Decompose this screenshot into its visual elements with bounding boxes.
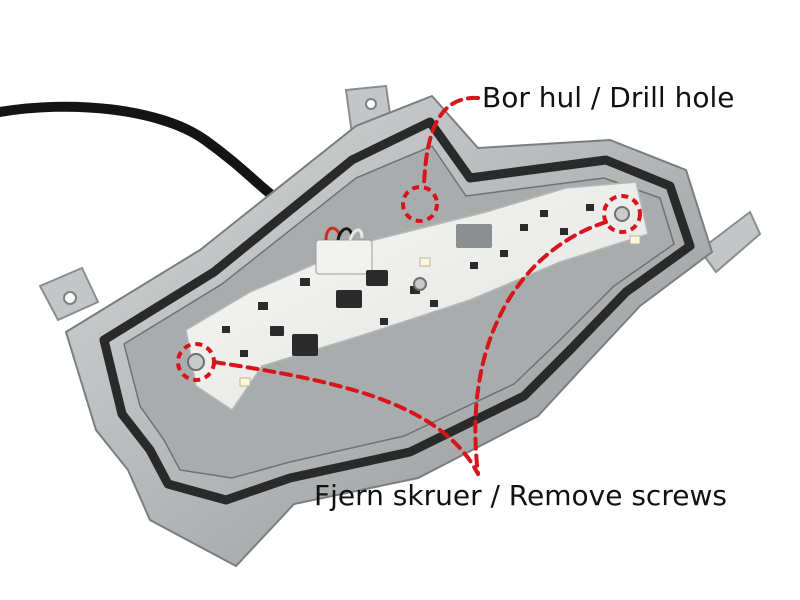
screw-left: [187, 353, 205, 371]
pcb-components: [222, 204, 594, 357]
gasket-seal: [99, 117, 695, 505]
screw-marker-right: [602, 194, 642, 234]
drill-leader-line: [422, 95, 480, 188]
drill-hole-label: Bor hul / Drill hole: [482, 81, 735, 114]
screw-right: [614, 206, 630, 222]
drill-hole-marker: [401, 185, 439, 223]
power-cable: [0, 101, 283, 205]
screws-leader-line-right: [473, 220, 608, 476]
screw-center: [413, 277, 427, 291]
wire-connector: [315, 239, 373, 275]
remove-screws-label: Fjern skruer / Remove screws: [314, 479, 727, 512]
led-chips: [239, 235, 641, 387]
mounting-tab-right: [698, 210, 762, 274]
screws-leader-line-left: [212, 360, 480, 476]
